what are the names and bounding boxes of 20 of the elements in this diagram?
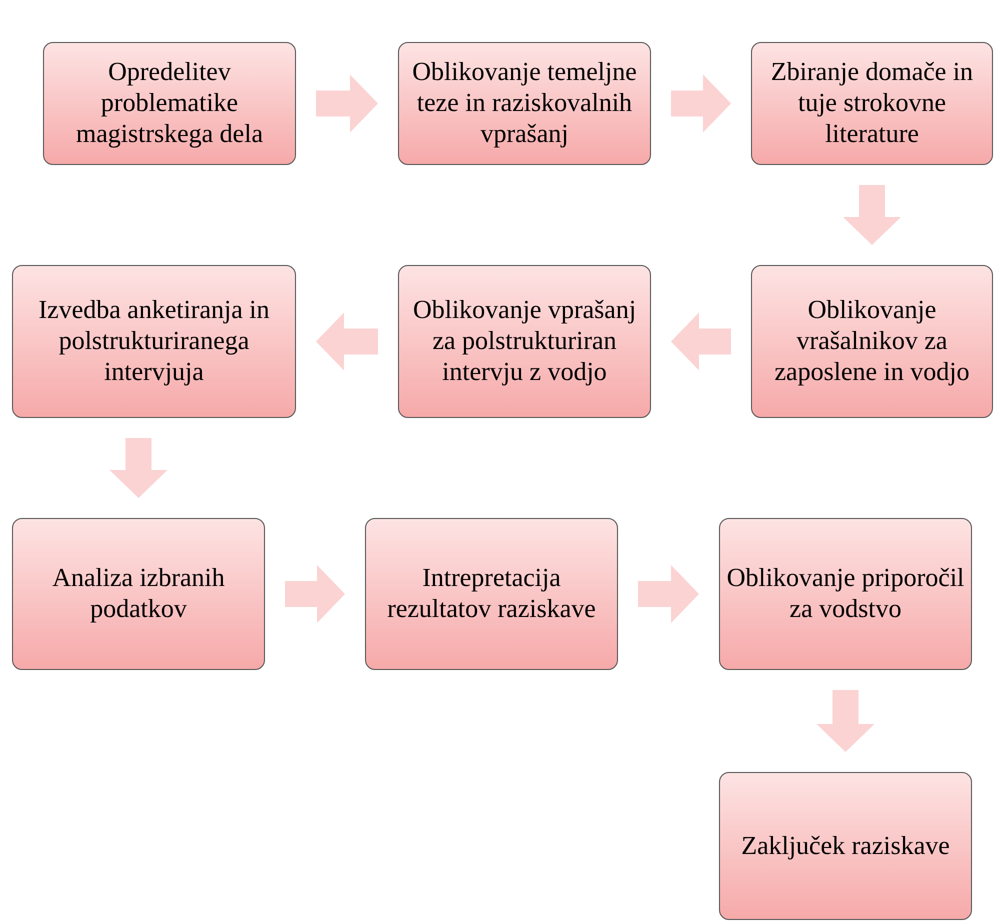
step-label: Intrepretacija rezultatov raziskave xyxy=(386,563,597,625)
process-box xyxy=(719,518,972,670)
step-label: Oblikovanje priporočil za vodstvo xyxy=(726,563,965,625)
step-label: Oblikovanje temeljne teze in raziskovalnih vprašanj xyxy=(411,57,638,150)
step-label: Izvedba anketiranja in polstrukturiranega intervjuja xyxy=(38,295,270,388)
step-label: Analiza izbranih podatkov xyxy=(51,563,226,625)
process-box xyxy=(751,42,993,165)
process-box xyxy=(398,42,651,165)
process-box xyxy=(719,772,972,920)
process-box xyxy=(365,518,618,670)
step-label: Oblikovanje vrašalnikov za zaposlene in vodjo xyxy=(774,295,970,388)
process-box xyxy=(751,265,993,418)
step-label: Zbiranje domače in tuje strokovne literature xyxy=(770,57,974,150)
step-label: Opredelitev problematike magistrskega dela xyxy=(75,57,264,150)
process-box xyxy=(12,518,265,670)
step-label: Zaključek raziskave xyxy=(741,830,950,862)
process-box xyxy=(398,265,651,418)
process-box xyxy=(43,42,296,165)
step-label: Oblikovanje vprašanj za polstrukturiran intervju z vodjo xyxy=(412,295,638,388)
process-box xyxy=(12,265,296,418)
